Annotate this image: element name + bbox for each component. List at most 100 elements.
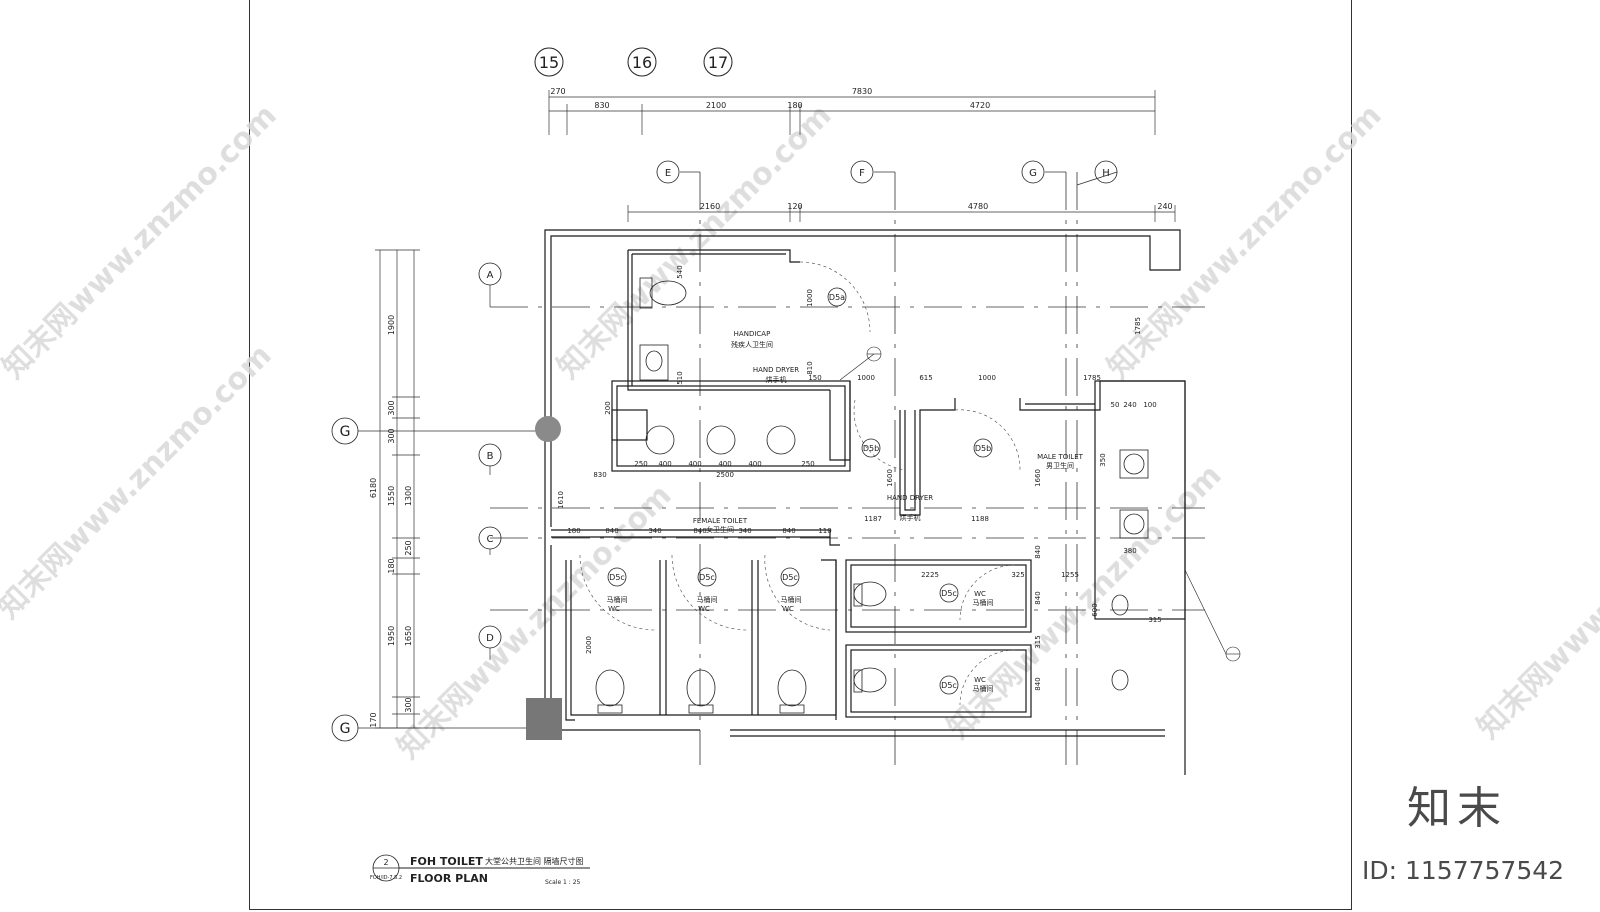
left-dimension-lines (375, 249, 420, 729)
dim-1660: 1660 (1034, 469, 1042, 487)
dim-900: 600 (1091, 603, 1099, 616)
door-tag-d5a: D5a (829, 293, 845, 302)
door-tag-d5b-2: D5b (975, 444, 991, 453)
dim-600: 380 (1123, 547, 1136, 555)
grid-bubble-f (850, 160, 874, 184)
door-swings (579, 261, 1021, 706)
dim-top-2100: 2100 (706, 101, 726, 110)
dim-vanity-1: 400 (658, 460, 671, 468)
dim-female-180: 180 (567, 527, 580, 535)
grid-bubble-g (1021, 160, 1045, 184)
grid-lines (490, 172, 1205, 765)
door-tag-d5b2-marker (973, 438, 993, 458)
column-marker (535, 416, 561, 442)
title-line-1: FOH TOILET (410, 855, 483, 868)
door-tag-d5b-1: D5b (863, 444, 879, 453)
label-wc-cn-5: 马桶间 (973, 684, 994, 693)
dim-vanity-0: 250 (634, 460, 647, 468)
title-scale: Scale 1 : 25 (545, 879, 581, 886)
watermark-7: 知末网www.znzmo.com (1471, 458, 1600, 746)
dim-350: 240 (1123, 401, 1136, 409)
label-male-toilet-cn: 男卫生间 (1046, 461, 1074, 470)
dim-450-a: 350 (1099, 453, 1107, 466)
dim-2225: 2225 (921, 571, 939, 579)
title-line-2: FLOOR PLAN (410, 872, 488, 885)
grid-number-bubbles (534, 47, 733, 77)
dim-1255: 1255 (1061, 571, 1079, 579)
dim-left-1300: 1300 (404, 486, 413, 506)
door-tag-d5c4-marker (939, 583, 959, 603)
grid-label-17: 17 (708, 53, 728, 72)
label-wc-5: WC (974, 676, 986, 684)
dim-left-170: 170 (369, 712, 378, 727)
label-wc-2: WC (698, 605, 710, 613)
dim-100: 100 (1143, 401, 1156, 409)
door-tag-d5c-2: D5c (699, 573, 715, 582)
grid-label-g-bottom: G (340, 721, 351, 737)
label-wc-4: WC (974, 590, 986, 598)
label-wc-cn-4: 马桶间 (973, 598, 994, 607)
top-dimension-lines (548, 90, 1176, 222)
dim-vanity-5: 250 (801, 460, 814, 468)
dim-1785: 1785 (1083, 374, 1101, 382)
fixtures (595, 277, 1149, 714)
grid-label-16: 16 (632, 53, 652, 72)
title-cn: 大堂公共卫生间 隔墙尺寸图 (485, 856, 584, 866)
label-wc-3: WC (782, 605, 794, 613)
watermark-1: 知末网www.znzmo.com (0, 98, 284, 386)
dim-female-840-3: 840 (782, 527, 795, 535)
door-tag-d5c-4: D5c (941, 589, 957, 598)
walls (530, 229, 1186, 775)
dim-315: 315 (1034, 635, 1042, 648)
dim-240-a: 200 (604, 401, 612, 414)
door-tag-markers (607, 287, 993, 695)
dim-left-250: 250 (404, 540, 413, 555)
brand-logo: 知末 (1407, 783, 1507, 834)
dim-325: 840 (1034, 545, 1042, 558)
grid-label-b: B (487, 451, 494, 462)
dim-830: 830 (593, 471, 606, 479)
door-tag-d5c-1: D5c (609, 573, 625, 582)
door-tag-d5c5-marker (939, 675, 959, 695)
dim-1600: 1600 (886, 469, 894, 487)
dim-150: 315 (1148, 616, 1161, 624)
watermark-2: 知末网www.znzmo.com (551, 98, 839, 386)
dim-615: 615 (919, 374, 932, 382)
label-wc-cn-2: 马桶间 (697, 595, 718, 604)
dim-top-240: 240 (1157, 202, 1172, 211)
label-female-toilet: FEMALE TOILET (693, 517, 748, 525)
grid-label-f: F (859, 168, 865, 179)
door-tag-d5c2-marker (697, 567, 717, 587)
title-block: 2 FOH/ID-7.5.2 FOH TOILET 大堂公共卫生间 隔墙尺寸图 … (370, 854, 590, 886)
dim-1610: 1610 (557, 491, 565, 509)
watermarks: 知末网www.znzmo.com 知末网www.znzmo.com 知末网www… (0, 98, 1600, 766)
title-sheet-number: 2 (383, 858, 388, 867)
grid-label-g: G (1029, 168, 1037, 179)
dim-1000-c: 1000 (806, 289, 814, 307)
dim-top-180: 180 (787, 101, 802, 110)
door-tag-d5b1-marker (861, 438, 881, 458)
grid-label-e: E (665, 168, 671, 179)
door-tag-d5c1-marker (607, 567, 627, 587)
dim-1560: 1785 (1134, 317, 1142, 335)
grid-bubble-16 (627, 47, 657, 77)
dim-left-180: 180 (387, 558, 396, 573)
label-wc-cn-3: 马桶间 (781, 595, 802, 604)
dim-left-1900: 1900 (387, 315, 396, 335)
dim-top-120: 120 (787, 202, 802, 211)
dim-top-4720: 4720 (970, 101, 990, 110)
dim-left-overall: 6180 (369, 478, 378, 498)
dim-510: 510 (676, 371, 684, 384)
dim-left-300c: 300 (404, 697, 413, 712)
dim-left-300b: 300 (387, 428, 396, 443)
dim-top-2160: 2160 (700, 202, 720, 211)
grid-label-h: H (1102, 168, 1110, 179)
label-wc-cn-1: 马桶间 (607, 595, 628, 604)
grid-label-a: A (487, 270, 494, 281)
dim-810: 810 (806, 361, 814, 374)
label-hand-dryer-cn-2: 烘手机 (900, 513, 921, 522)
grid-bubble-e (656, 160, 680, 184)
dim-1187: 1187 (864, 515, 882, 523)
column-block (526, 698, 562, 740)
dim-left-1550: 1550 (387, 486, 396, 506)
